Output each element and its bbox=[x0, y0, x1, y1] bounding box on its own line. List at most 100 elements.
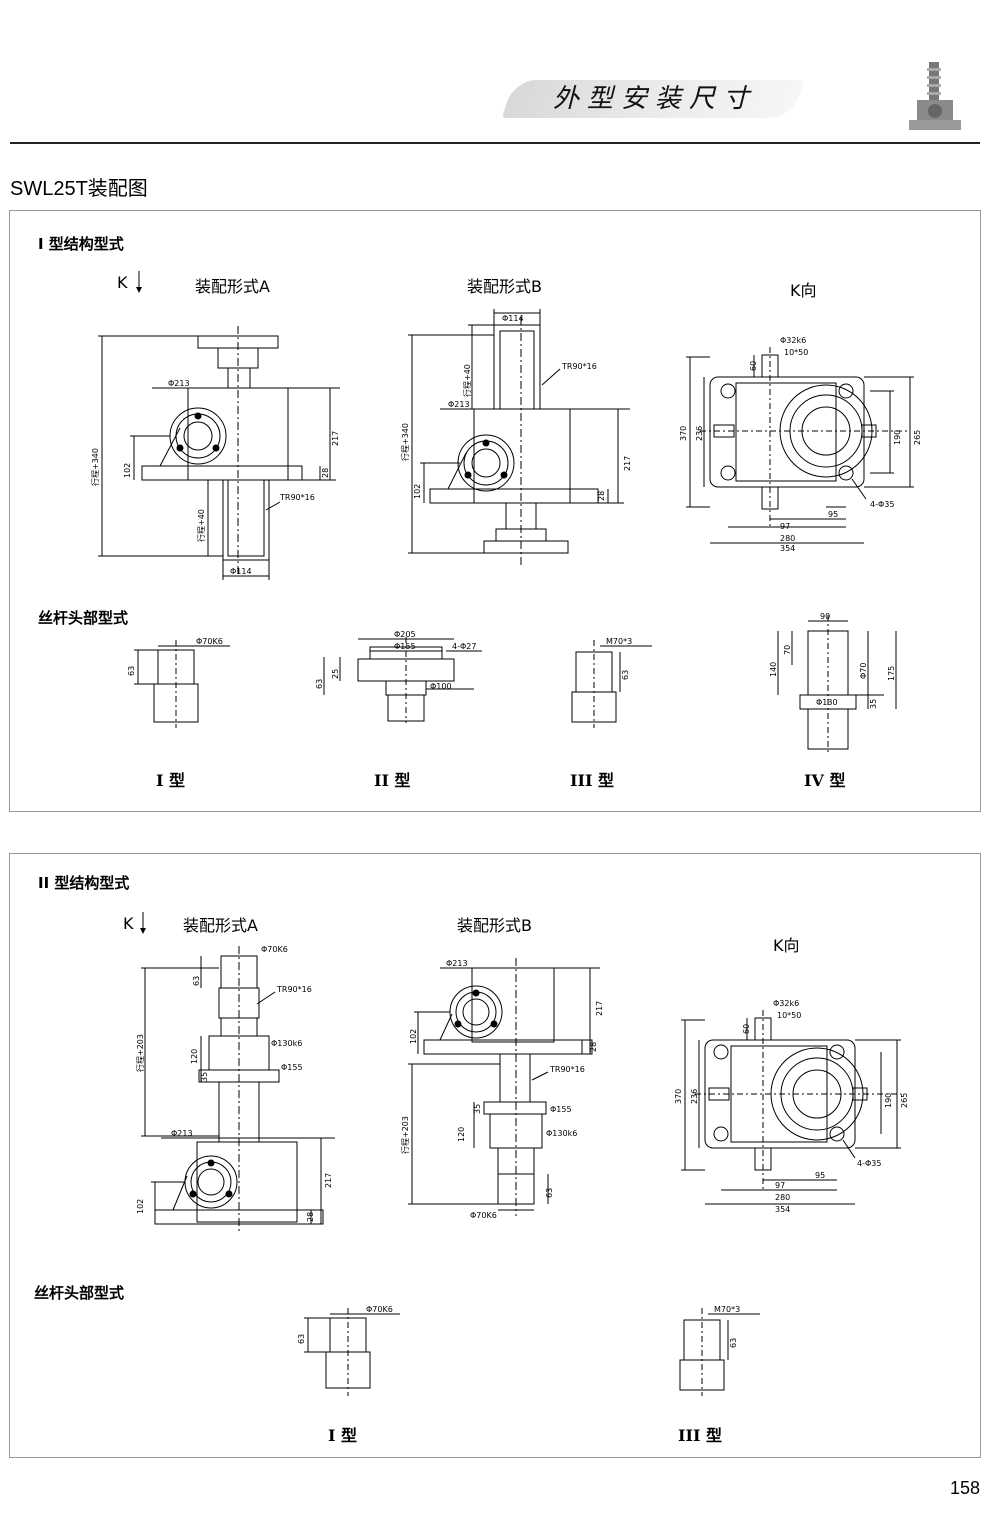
head-type-4-label: IV 型 bbox=[804, 771, 846, 790]
dim-label: Φ70 bbox=[859, 663, 868, 679]
dim-label: TR90*16 bbox=[561, 362, 597, 371]
dim-label: Φ213 bbox=[446, 959, 468, 968]
dim-label: 265 bbox=[913, 430, 922, 445]
section-title: II 型结构型式 bbox=[38, 874, 130, 892]
dim-label: 370 bbox=[679, 426, 688, 441]
dim-label: 370 bbox=[674, 1089, 683, 1104]
dim-label: 行程+203 bbox=[400, 1116, 410, 1154]
dim-label: 236 bbox=[695, 426, 704, 441]
head-type-2-label: II 型 bbox=[374, 771, 411, 790]
head-type-1-drawing: Φ70K6 63 bbox=[127, 637, 230, 728]
k-view-label: K向 bbox=[773, 936, 800, 955]
dim-label: 行程+340 bbox=[400, 423, 410, 461]
dim-label: 90 bbox=[820, 612, 830, 621]
dim-label: 217 bbox=[324, 1173, 333, 1188]
dim-label: 120 bbox=[457, 1127, 466, 1142]
dim-label: 35 bbox=[869, 699, 878, 709]
dim-label: 63 bbox=[621, 670, 630, 680]
dim-label: 217 bbox=[331, 431, 340, 446]
jack-thumbnail-icon bbox=[909, 62, 961, 130]
dim-label: Φ114 bbox=[230, 567, 252, 576]
dim-label: 63 bbox=[729, 1338, 738, 1348]
dim-label: Φ100 bbox=[430, 682, 452, 691]
dim-label: Φ32k6 bbox=[780, 336, 806, 345]
drawing-k-view: Φ32k6 10*50 60 370 236 190 265 95 4-Φ35 … bbox=[679, 336, 922, 551]
dim-label: 217 bbox=[595, 1001, 604, 1016]
dim-label: 63 bbox=[545, 1188, 554, 1198]
dim-label: TR90*16 bbox=[279, 493, 315, 502]
header-rule bbox=[10, 142, 980, 144]
dim-label: TR90*16 bbox=[549, 1065, 585, 1074]
header-title: 外型安装尺寸 bbox=[552, 84, 757, 114]
panel-type-2: II 型结构型式 K 装配形式A 装配形式B K向 Φ70K6 63 TR90*… bbox=[9, 853, 981, 1458]
dim-label: 行程+40 bbox=[196, 509, 206, 542]
k-arrow-label: K bbox=[117, 273, 128, 292]
dim-label: 4-Φ27 bbox=[452, 642, 476, 651]
head-type-1-drawing: Φ70K6 63 bbox=[297, 1305, 400, 1396]
dim-label: 4-Φ35 bbox=[870, 500, 894, 509]
drawing-form-a: Φ213 行程+340 102 217 28 TR90*16 行程+40 Φ11… bbox=[90, 326, 340, 580]
panel-type-1: I 型结构型式 K 装配形式A 装配形式B K向 Φ213 行程+340 102… bbox=[9, 210, 981, 812]
drawing-form-a: Φ70K6 63 TR90*16 行程+203 Φ130k6 120 35 Φ1… bbox=[135, 945, 335, 1234]
dim-label: 63 bbox=[192, 976, 201, 986]
k-view-label: K向 bbox=[790, 281, 817, 300]
dim-label: Φ205 bbox=[394, 630, 416, 639]
dim-label: M70*3 bbox=[606, 637, 632, 646]
head-type-4-drawing: 90 140 70 Φ70 175 Φ130 35 bbox=[769, 612, 897, 753]
head-type-3-drawing: M70*3 63 bbox=[679, 1305, 760, 1396]
page-number: 158 bbox=[949, 1478, 980, 1498]
dim-label: 10*50 bbox=[784, 348, 808, 357]
dim-label: 28 bbox=[321, 468, 330, 478]
form-b-label: 装配形式B bbox=[457, 916, 532, 935]
down-arrow-icon bbox=[136, 271, 142, 293]
head-type-3-drawing: M70*3 63 bbox=[571, 637, 652, 728]
dim-label: Φ155 bbox=[550, 1105, 572, 1114]
dim-label: 10*50 bbox=[777, 1011, 801, 1020]
dim-label: 行程+203 bbox=[135, 1034, 145, 1072]
dim-label: M70*3 bbox=[714, 1305, 740, 1314]
dim-label: 35 bbox=[200, 1072, 209, 1082]
dim-label: Φ130k6 bbox=[271, 1039, 302, 1048]
drawing-k-view: Φ32k6 10*50 60 370 236 190 265 95 4-Φ35 … bbox=[674, 999, 909, 1214]
head-type-3-label: III 型 bbox=[570, 771, 615, 790]
dim-label: 60 bbox=[749, 361, 758, 371]
dim-label: Φ155 bbox=[281, 1063, 303, 1072]
dim-label: 70 bbox=[783, 645, 792, 655]
dim-label: 35 bbox=[473, 1104, 482, 1114]
head-type-1-label: I 型 bbox=[156, 771, 186, 790]
head-type-2-drawing: Φ205 Φ155 4-Φ27 Φ100 25 63 bbox=[315, 630, 482, 723]
dim-label: 28 bbox=[306, 1212, 315, 1222]
dim-label: 28 bbox=[597, 491, 606, 501]
dim-label: 280 bbox=[780, 534, 795, 543]
dim-label: Φ32k6 bbox=[773, 999, 799, 1008]
dim-label: 行程+40 bbox=[462, 364, 472, 397]
dim-label: 4-Φ35 bbox=[857, 1159, 881, 1168]
drawing-form-b: Φ213 102 217 28 TR90*16 Φ155 35 120 Φ130… bbox=[400, 958, 604, 1220]
dim-label: Φ213 bbox=[448, 400, 470, 409]
dim-label: 217 bbox=[623, 456, 632, 471]
dim-label: 236 bbox=[690, 1089, 699, 1104]
dim-label: 63 bbox=[297, 1334, 306, 1344]
k-arrow-label: K bbox=[123, 914, 134, 933]
form-a-label: 装配形式A bbox=[195, 277, 270, 296]
dim-label: 102 bbox=[413, 484, 422, 499]
dim-label: Φ70K6 bbox=[196, 637, 223, 646]
dim-label: 97 bbox=[780, 522, 790, 531]
dim-label: Φ70K6 bbox=[261, 945, 288, 954]
dim-label: Φ213 bbox=[168, 379, 190, 388]
drawing-form-b: Φ114 TR90*16 行程+40 Φ213 行程+340 102 217 2… bbox=[400, 309, 632, 565]
head-type-1-label: I 型 bbox=[328, 1426, 358, 1445]
dim-label: 280 bbox=[775, 1193, 790, 1202]
dim-label: 120 bbox=[190, 1049, 199, 1064]
dim-label: 97 bbox=[775, 1181, 785, 1190]
dim-label: 63 bbox=[315, 679, 324, 689]
dim-label: 190 bbox=[884, 1093, 893, 1108]
dim-label: Φ130k6 bbox=[546, 1129, 577, 1138]
dim-label: 102 bbox=[409, 1029, 418, 1044]
head-type-3-label: III 型 bbox=[678, 1426, 723, 1445]
dim-label: 102 bbox=[123, 463, 132, 478]
dim-label: 63 bbox=[127, 666, 136, 676]
dim-label: 354 bbox=[780, 544, 795, 551]
dim-label: Φ213 bbox=[171, 1129, 193, 1138]
dim-label: 190 bbox=[893, 430, 902, 445]
